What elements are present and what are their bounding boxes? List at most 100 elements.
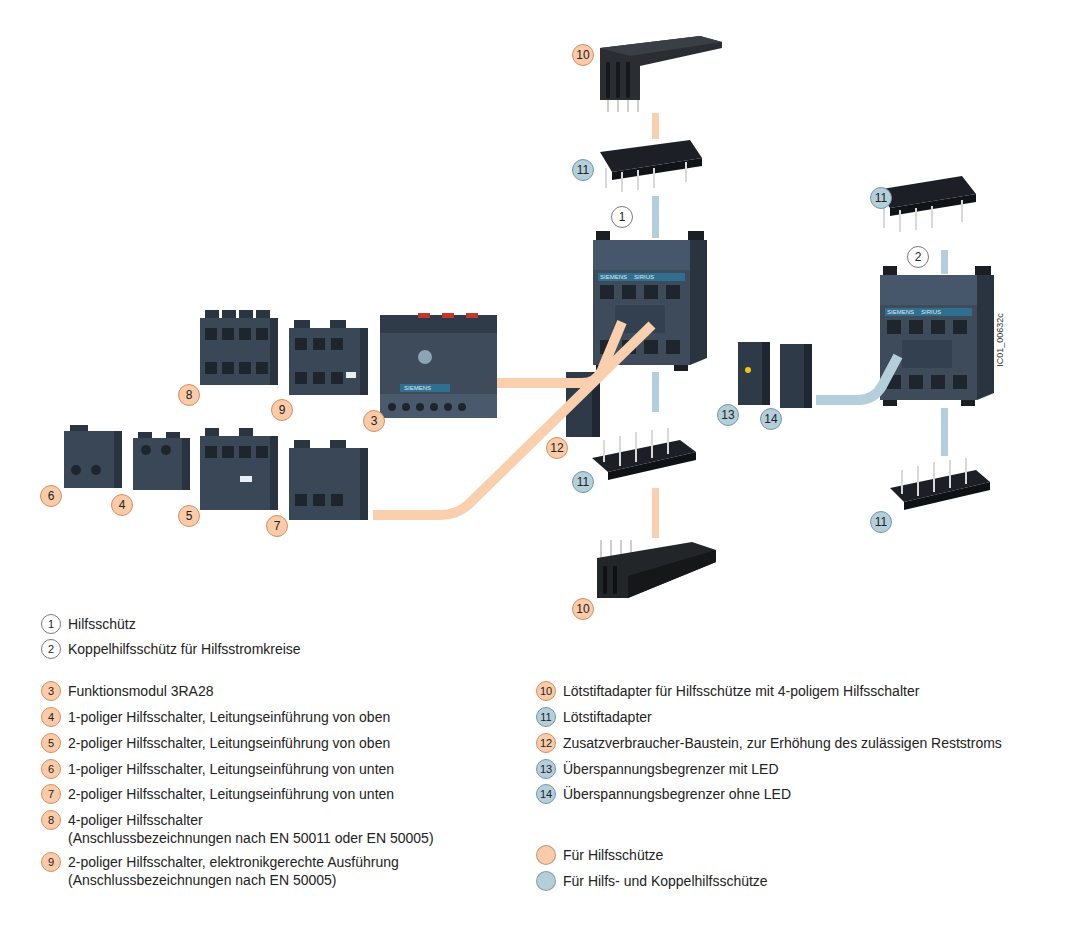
- auxiliary-switch: [114, 431, 122, 488]
- surge-suppressor: [738, 342, 770, 405]
- solder-pin-adapter: [899, 210, 901, 232]
- solder-pin-adapter: [933, 462, 935, 492]
- key-text: 1-poliger Hilfsschalter, Leitungseinführ…: [68, 709, 390, 725]
- callout-text: 10: [576, 49, 589, 61]
- solder-pin-adapter: [904, 482, 990, 510]
- auxiliary-switch: [331, 494, 343, 506]
- callout-number: 9: [41, 852, 61, 872]
- callout-number: 5: [178, 505, 200, 527]
- auxiliary-switch: [200, 318, 278, 385]
- brand-mark: SIEMENS: [600, 274, 627, 281]
- auxiliary-switch: [141, 445, 151, 455]
- auxiliary-switch: [256, 446, 268, 458]
- function-module: [444, 403, 452, 411]
- callout-text: 3: [48, 686, 54, 697]
- key-text: Hilfsschütz: [68, 616, 136, 632]
- callout-number: 1: [611, 206, 633, 228]
- solder-pin-adapter: [883, 206, 885, 228]
- auxiliary-switch: [331, 372, 343, 384]
- callout-text: 3: [371, 415, 378, 427]
- callout-number: 10: [572, 44, 594, 66]
- auxiliary-switch: [313, 494, 325, 506]
- auxiliary-switch: [256, 328, 268, 340]
- callout-number: 4: [41, 707, 61, 727]
- solder-pin-adapter: [685, 162, 687, 182]
- assignment-band: [941, 408, 948, 456]
- assignment-band: [373, 322, 898, 515]
- callout-number: 4: [111, 494, 133, 516]
- auxiliary-switch: [133, 438, 190, 490]
- key-text: Überspannungsbegrenzer mit LED: [563, 761, 779, 777]
- auxiliary-switch: [222, 446, 234, 458]
- assignment-band: [652, 488, 659, 538]
- solder-pin-adapter: [603, 566, 607, 594]
- auxiliary-switch: [313, 338, 325, 350]
- function-module: [442, 313, 454, 318]
- function-module: [416, 403, 424, 411]
- callout-number: 14: [536, 784, 556, 804]
- callout-number: 6: [41, 759, 61, 779]
- callout-text: 11: [577, 476, 589, 488]
- function-module: [458, 403, 466, 411]
- callout-number: 14: [760, 408, 782, 430]
- callout-number: 3: [363, 410, 385, 432]
- solder-pin-adapter: [637, 100, 639, 112]
- solder-pin-adapter: [965, 458, 967, 484]
- callout-text: 11: [875, 192, 887, 204]
- solder-pin-adapter: [619, 436, 621, 466]
- solder-pin-adapter: [613, 566, 617, 594]
- auxiliary-switch: [360, 328, 368, 395]
- auxiliary-switch: [200, 436, 278, 510]
- callout-text: 6: [48, 764, 54, 775]
- solder-pin-adapter: [637, 170, 639, 190]
- key-text: 2-poliger Hilfsschalter, Leitungseinführ…: [68, 735, 390, 751]
- callout-text: 2: [915, 251, 922, 263]
- figure-id: IC01_00632c: [995, 313, 1005, 367]
- callout-number: 10: [572, 598, 594, 620]
- assignment-band: [652, 196, 659, 238]
- callout-text: 11: [875, 516, 887, 528]
- callout-text: 10: [576, 603, 589, 615]
- key-text: Funktionsmodul 3RA28: [68, 683, 214, 699]
- auxiliary-switch: [239, 362, 251, 374]
- assignment-band: [941, 250, 948, 274]
- function-module: [380, 313, 497, 418]
- callout-text: 7: [274, 520, 281, 532]
- solder-pin-adapter: [616, 62, 620, 98]
- callout-text: 2: [48, 644, 54, 655]
- function-module: [418, 350, 432, 364]
- assignment-band: [652, 113, 659, 139]
- solder-pin-adapter: [917, 466, 919, 496]
- solder-pin-adapter: [597, 540, 716, 598]
- key-text: Lötstiftadapter: [563, 709, 652, 725]
- callout-number: 8: [41, 810, 61, 830]
- callout-number: 10: [536, 681, 556, 701]
- callout-number: 6: [40, 485, 62, 507]
- surge-suppressor: [738, 342, 812, 408]
- callout-text: 6: [48, 490, 55, 502]
- auxiliary-switch: [331, 338, 343, 350]
- auxiliary-switch: [222, 328, 234, 340]
- solder-pin-adapter: [901, 470, 903, 494]
- callout-text: 9: [48, 857, 54, 868]
- auxiliary-switch: [182, 438, 190, 490]
- function-module: [400, 384, 450, 392]
- callout-text: 9: [279, 404, 286, 416]
- coupling-contactor: [880, 266, 994, 406]
- solder-pin-adapter: [600, 36, 722, 112]
- solder-pin-adapter: [667, 428, 669, 454]
- solder-pin-adapter: [606, 62, 610, 98]
- callout-number: 12: [546, 437, 568, 459]
- auxiliary-switch: [239, 328, 251, 340]
- solder-pin-adapter: [607, 100, 609, 112]
- callout-text: 4: [119, 499, 126, 511]
- callout-text: 11: [540, 712, 551, 723]
- assignment-band: [652, 372, 659, 412]
- auxiliary-switch: [289, 448, 368, 520]
- key-text: Überspannungsbegrenzer ohne LED: [563, 786, 791, 802]
- key-text: 1-poliger Hilfsschalter, Leitungseinführ…: [68, 761, 394, 777]
- callout-text: 1: [619, 211, 626, 223]
- auxiliary-switch: [133, 432, 190, 490]
- callout-number: 1: [41, 614, 61, 634]
- solder-pin-adapter: [931, 206, 933, 228]
